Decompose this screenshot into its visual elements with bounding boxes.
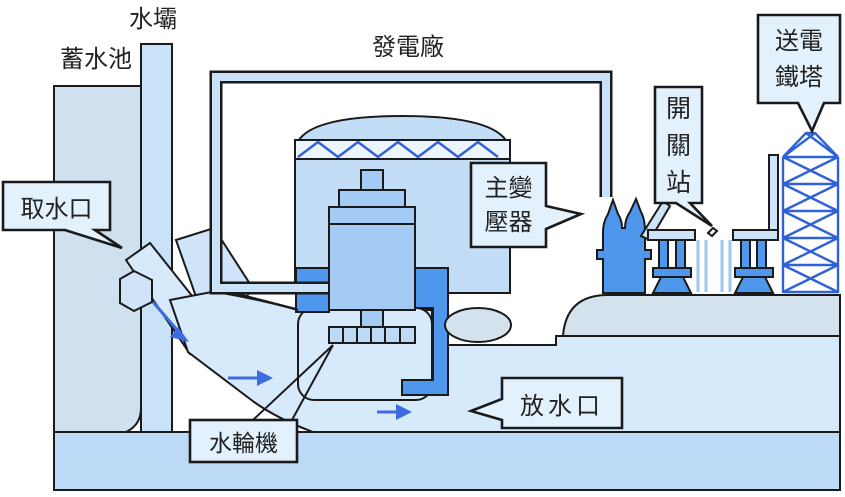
roof-truss-zigzag <box>297 140 499 159</box>
callout-tower-label: 送電 鐵塔 <box>775 27 823 91</box>
intake-structure-shape <box>119 269 153 313</box>
dam-shape <box>140 43 173 433</box>
callout-transformer-shape <box>469 161 586 249</box>
flow-arrow-channel-icon <box>228 370 273 386</box>
label-dam: 水壩 <box>129 5 177 33</box>
power-conduit-shape <box>212 73 610 292</box>
bus-drop-lines <box>696 240 732 292</box>
generator-shape <box>328 169 416 328</box>
callout-transformer-label: 主變 壓器 <box>484 174 533 236</box>
callout-outlet-label: 放水口 <box>520 391 604 420</box>
callout-turbine-label: 水輪機 <box>209 431 278 457</box>
callout-outlet-shape <box>466 376 624 430</box>
flow-arrow-outlet-icon <box>377 404 412 420</box>
flow-arrow-penstock-icon <box>151 301 189 342</box>
disconnect-switch-left <box>639 199 696 294</box>
transformer-shape <box>596 196 652 294</box>
turbine-shaft-shape <box>360 309 384 328</box>
riverbed-band-shape <box>53 431 841 491</box>
switchyard-platform-shape <box>561 294 841 337</box>
label-reservoir: 蓄水池 <box>60 45 132 73</box>
scroll-case-right-shape <box>401 267 449 396</box>
callout-switchyard-label: 開 關 站 <box>665 93 691 197</box>
callout-intake-shape <box>1 180 123 250</box>
foundation-curve <box>221 292 299 311</box>
turbine-runner-shape <box>328 326 416 344</box>
disconnect-switch-right <box>732 154 779 294</box>
outlet-mound-shape <box>444 307 512 343</box>
callout-tower-shape <box>756 13 842 135</box>
transmission-tower-shape <box>781 131 840 294</box>
callout-turbine-pointer <box>252 344 334 421</box>
callout-switchyard-shape <box>653 85 713 228</box>
callout-turbine-shape <box>188 418 299 464</box>
callout-intake-label: 取水口 <box>20 194 93 223</box>
label-powerhouse: 發電廠 <box>372 33 444 61</box>
switch-contact-shape <box>706 226 719 238</box>
